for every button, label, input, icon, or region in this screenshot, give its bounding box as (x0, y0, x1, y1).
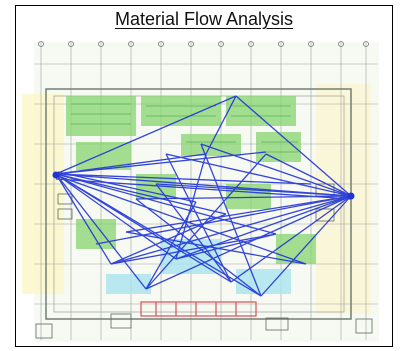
red-area (140, 301, 257, 317)
right-flow-hub (347, 192, 355, 200)
grid-bubbles (38, 41, 369, 47)
building-outline (45, 88, 352, 320)
figure-frame: Material Flow Analysis (15, 5, 393, 347)
figure-title: Material Flow Analysis (114, 9, 294, 29)
left-flow-hub (52, 171, 60, 179)
green-areas (66, 96, 316, 264)
flow-lines (55, 95, 352, 297)
green-hatching (71, 103, 298, 153)
plan-yellow-wash-left (22, 94, 64, 294)
floor-plan-diagram (22, 41, 379, 342)
